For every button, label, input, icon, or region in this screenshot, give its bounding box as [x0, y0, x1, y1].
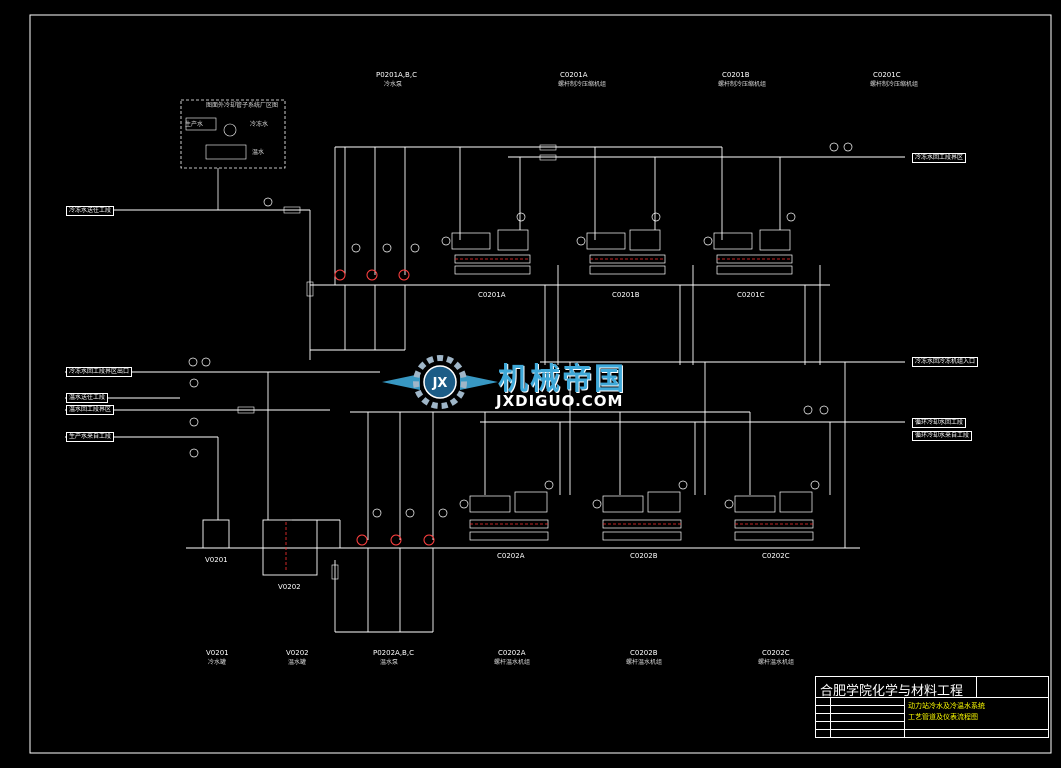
watermark: JX 机械帝国 JXDIGUO.COM	[380, 352, 680, 414]
chiller-unit-c0201c	[703, 229, 793, 275]
label-c0201a-tag: C0201A	[560, 71, 588, 79]
label-p0202-tag: P0202A,B,C	[373, 649, 414, 657]
watermark-cn: 机械帝国	[498, 362, 626, 397]
label-p0202-desc: 温水泵	[380, 659, 399, 666]
chiller-unit-c0202a	[459, 491, 549, 541]
watermark-badge: JX	[432, 376, 448, 391]
chiller-unit-c0201b	[576, 229, 666, 275]
label-c0201a-desc: 螺杆制冷压缩机组	[558, 81, 607, 88]
title-block: 合肥学院化学与材料工程 动力站冷水及冷温水系统 工艺管道及仪表流程图	[815, 676, 1049, 738]
inline-fittings	[237, 144, 557, 580]
tag-c0202c: C0202C	[762, 552, 790, 560]
pump-group-p0201	[334, 269, 410, 281]
conn-left-mid3: 温水回工段界区	[66, 405, 115, 415]
label-v0201-desc: 冷水罐	[208, 659, 227, 666]
conn-right-low2: 循环冷却水来自工段	[912, 431, 973, 441]
tank-v0202	[262, 519, 318, 576]
chiller-unit-c0202c	[724, 491, 814, 541]
label-c0202c-tag: C0202C	[762, 649, 790, 657]
detail-box	[180, 99, 286, 169]
conn-left-mid1: 冷冻水回工段界区出口	[66, 367, 133, 377]
tag-c0202b: C0202B	[630, 552, 658, 560]
label-v0202-tag: V0202	[286, 649, 309, 657]
conn-left-top: 冷冻水送往工段	[66, 206, 115, 216]
drawing-frame	[29, 14, 1052, 754]
conn-right-top: 冷冻水回工段界区	[912, 153, 967, 163]
instrument-bubbles	[188, 142, 853, 518]
label-c0201b-desc: 螺杆制冷压缩机组	[718, 81, 767, 88]
title-block-line1: 动力站冷水及冷温水系统	[908, 702, 985, 710]
label-c0202b-tag: C0202B	[630, 649, 658, 657]
chiller-unit-c0202b	[592, 491, 682, 541]
tank-v0201	[202, 519, 230, 549]
watermark-en: JXDIGUO.COM	[496, 392, 624, 410]
conn-left-mid2: 温水送往工段	[66, 393, 109, 403]
label-c0202a-desc: 螺杆温水机组	[494, 659, 531, 666]
tag-v0202: V0202	[278, 583, 301, 591]
conn-left-mid4: 生产水来自工段	[66, 432, 115, 442]
title-block-line2: 工艺管道及仪表流程图	[908, 713, 978, 721]
label-p0201-desc: 冷水泵	[384, 81, 403, 88]
label-v0201-tag: V0201	[206, 649, 229, 657]
chiller-unit-c0201a	[441, 229, 531, 275]
gear-logo-icon: JX	[382, 355, 498, 409]
pump-group-p0202	[356, 534, 435, 546]
label-c0201c-tag: C0201C	[873, 71, 901, 79]
tag-c0201a: C0201A	[478, 291, 506, 299]
label-v0202-desc: 温水罐	[288, 659, 307, 666]
conn-right-mid: 冷冻水回冷冻机组入口	[912, 357, 979, 367]
tag-c0202a: C0202A	[497, 552, 525, 560]
label-c0202b-desc: 螺杆温水机组	[626, 659, 663, 666]
title-block-drawing-name: 动力站冷水及冷温水系统 工艺管道及仪表流程图	[908, 701, 985, 723]
detail-box-item-2: 冷冻水	[250, 121, 269, 128]
label-c0201b-tag: C0201B	[722, 71, 750, 79]
label-c0202c-desc: 螺杆温水机组	[758, 659, 795, 666]
title-block-school: 合肥学院化学与材料工程	[820, 684, 964, 699]
tag-c0201c: C0201C	[737, 291, 765, 299]
conn-right-low1: 循环冷却水回工段	[912, 418, 967, 428]
label-c0201c-desc: 螺杆制冷压缩机组	[870, 81, 919, 88]
detail-box-item-3: 温水	[252, 149, 265, 156]
label-c0202a-tag: C0202A	[498, 649, 526, 657]
tag-v0201: V0201	[205, 556, 228, 564]
tag-c0201b: C0201B	[612, 291, 640, 299]
label-p0201-tag: P0201A,B,C	[376, 71, 417, 79]
detail-box-item-1: 生产水	[185, 121, 204, 128]
upper-system	[100, 146, 905, 365]
detail-box-title: 图面外冷却管子系统厂区图	[206, 102, 279, 109]
